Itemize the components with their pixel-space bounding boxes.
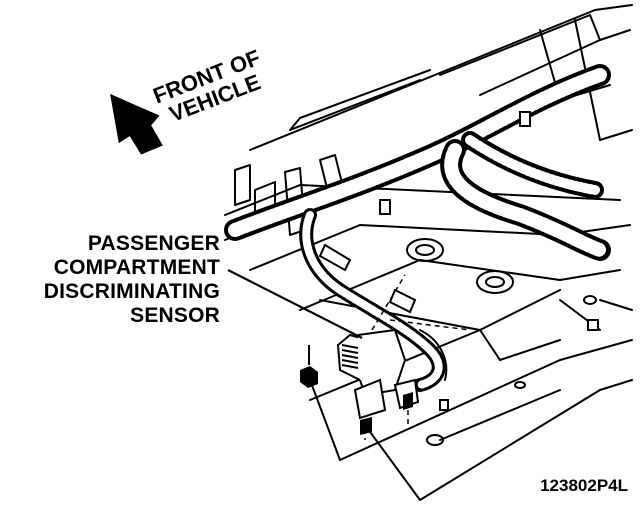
callout-line2: COMPARTMENT xyxy=(53,256,220,279)
callout-line4: SENSOR xyxy=(130,304,220,327)
callout-line1: PASSENGER xyxy=(87,232,220,255)
sensor-callout-label: PASSENGER COMPARTMENT DISCRIMINATING SEN… xyxy=(40,232,220,328)
harness-fasteners xyxy=(318,111,599,411)
wiring-harness xyxy=(224,64,611,392)
front-arrow-icon xyxy=(110,93,163,155)
body-panel-lines xyxy=(249,4,633,151)
figure-id: 123802P4L xyxy=(540,476,628,495)
floor-holes xyxy=(406,238,597,446)
sensor-assembly xyxy=(300,274,471,440)
callout-line3: DISCRIMINATING xyxy=(43,280,220,303)
callout-leader xyxy=(227,269,363,339)
